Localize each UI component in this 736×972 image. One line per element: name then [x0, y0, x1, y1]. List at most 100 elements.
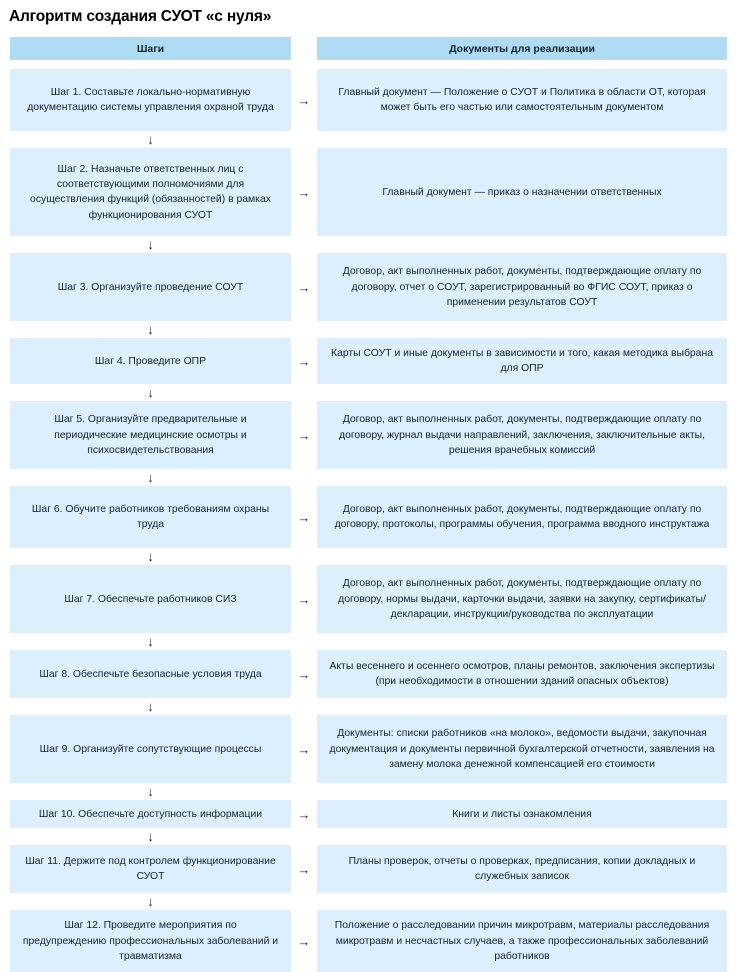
documents-label: Планы проверок, отчеты о проверках, пред…	[348, 856, 696, 883]
connector-spacer	[291, 828, 317, 845]
arrow-down-icon: ↓	[10, 633, 291, 650]
diagram-page: Алгоритм создания СУОТ «с нуля» Шаги Док…	[9, 8, 727, 972]
documents-label: Книги и листы ознакомления	[452, 808, 592, 820]
arrow-down-glyph: ↓	[147, 237, 154, 253]
step-cell-1[interactable]: Шаг 1. Составьте локально-нормативную до…	[10, 69, 291, 132]
connector-spacer	[291, 633, 317, 650]
step-cell-7[interactable]: Шаг 7. Обеспечьте работников СИЗ	[10, 565, 291, 634]
arrow-right-icon: →	[291, 845, 317, 893]
connector-right-spacer	[317, 548, 727, 565]
documents-cell-12[interactable]: Положение о расследовании причин микротр…	[317, 910, 727, 972]
step-cell-10[interactable]: Шаг 10. Обеспечьте доступность информаци…	[10, 800, 291, 829]
connector-right-spacer	[317, 893, 727, 910]
step-cell-5[interactable]: Шаг 5. Организуйте предварительные и пер…	[10, 401, 291, 470]
arrow-right-icon: →	[291, 401, 317, 469]
step-cell-12[interactable]: Шаг 12. Проведите мероприятия по предупр…	[10, 910, 291, 972]
flowchart-rows: Шаг 1. Составьте локально-нормативную до…	[10, 69, 727, 972]
connector-right-spacer	[317, 236, 727, 253]
header-gap	[10, 60, 727, 69]
documents-cell-10[interactable]: Книги и листы ознакомления	[317, 800, 727, 829]
step-label: Шаг 11. Держите под контролем функционир…	[25, 856, 276, 883]
arrow-right-icon: →	[291, 253, 317, 321]
connector-right-spacer	[317, 131, 727, 148]
documents-cell-8[interactable]: Акты весеннего и осеннего осмотров, план…	[317, 650, 727, 699]
arrow-right-icon: →	[291, 910, 317, 972]
page-title: Алгоритм создания СУОТ «с нуля»	[9, 8, 272, 25]
step-connector: ↓	[10, 633, 727, 650]
documents-cell-1[interactable]: Главный документ — Положение о СУОТ и По…	[317, 69, 727, 132]
connector-right-spacer	[317, 321, 727, 338]
documents-cell-7[interactable]: Договор, акт выполненных работ, документ…	[317, 565, 727, 634]
arrow-right-glyph: →	[297, 509, 311, 525]
step-label: Шаг 9. Организуйте сопутствующие процесс…	[39, 743, 262, 755]
documents-cell-5[interactable]: Договор, акт выполненных работ, документ…	[317, 401, 727, 470]
arrow-right-glyph: →	[297, 806, 311, 822]
step-connector: ↓	[10, 321, 727, 338]
step-cell-11[interactable]: Шаг 11. Держите под контролем функционир…	[10, 845, 291, 894]
connector-right-spacer	[317, 698, 727, 715]
step-cell-9[interactable]: Шаг 9. Организуйте сопутствующие процесс…	[10, 715, 291, 784]
table-row: Шаг 4. Проведите ОПР→Карты СОУТ и иные д…	[10, 338, 727, 385]
step-cell-6[interactable]: Шаг 6. Обучите работников требованиям ох…	[10, 486, 291, 549]
documents-cell-11[interactable]: Планы проверок, отчеты о проверках, пред…	[317, 845, 727, 894]
table-row: Шаг 2. Назначьте ответственных лиц с соо…	[10, 148, 727, 237]
arrow-down-glyph: ↓	[147, 829, 154, 845]
arrow-down-glyph: ↓	[147, 634, 154, 650]
arrow-right-icon: →	[291, 565, 317, 633]
step-connector: ↓	[10, 236, 727, 253]
arrow-down-icon: ↓	[10, 469, 291, 486]
documents-label: Карты СОУТ и иные документы в зависимост…	[331, 348, 713, 375]
step-cell-8[interactable]: Шаг 8. Обеспечьте безопасные условия тру…	[10, 650, 291, 699]
documents-label: Положение о расследовании причин микротр…	[334, 920, 710, 963]
arrow-right-icon: →	[291, 650, 317, 698]
arrow-right-glyph: →	[297, 666, 311, 682]
arrow-right-glyph: →	[297, 427, 311, 443]
steps-header-label: Шаги	[136, 42, 165, 55]
table-row: Шаг 3. Организуйте проведение СОУТ → Догов…	[10, 253, 727, 322]
step-cell-3[interactable]: Шаг 3. Организуйте проведение СОУТ	[10, 253, 291, 322]
step-cell-2[interactable]: Шаг 2. Назначьте ответственных лиц с соо…	[10, 148, 291, 237]
arrow-right-icon: →	[291, 800, 317, 828]
step-label: Шаг 6. Обучите работников требованиям ох…	[31, 504, 270, 531]
documents-header-label: Документы для реализации	[449, 42, 595, 55]
documents-cell-4[interactable]: Карты СОУТ и иные документы в зависимост…	[317, 338, 727, 385]
arrow-right-icon: →	[291, 148, 317, 236]
table-row: Шаг 11. Держите под контролем функционир…	[10, 845, 727, 894]
step-label: Шаг 5. Организуйте предварительные и пер…	[54, 414, 247, 457]
arrow-down-glyph: ↓	[147, 699, 154, 715]
arrow-down-icon: ↓	[10, 893, 291, 910]
arrow-right-glyph: →	[297, 591, 311, 607]
connector-right-spacer	[317, 783, 727, 800]
arrow-right-glyph: →	[297, 861, 311, 877]
connector-right-spacer	[317, 633, 727, 650]
documents-cell-2[interactable]: Главный документ — приказ о назначении о…	[317, 148, 727, 237]
documents-cell-6[interactable]: Договор, акт выполненных работ, документ…	[317, 486, 727, 549]
connector-right-spacer	[317, 384, 727, 401]
arrow-down-icon: ↓	[10, 698, 291, 715]
arrow-right-icon: →	[291, 715, 317, 783]
arrow-right-glyph: →	[297, 279, 311, 295]
table-row: Шаг 9. Организуйте сопутствующие процесс…	[10, 715, 727, 784]
arrow-down-icon: ↓	[10, 384, 291, 401]
documents-cell-9[interactable]: Документы: списки работников «на молоко»…	[317, 715, 727, 784]
connector-spacer	[291, 893, 317, 910]
documents-cell-3[interactable]: Договор, акт выполненных работ, документ…	[317, 253, 727, 322]
step-label: Шаг 3. Организуйте проведение СОУТ	[57, 281, 244, 293]
documents-label: Главный документ — приказ о назначении о…	[382, 186, 662, 198]
table-row: Шаг 8. Обеспечьте безопасные условия тру…	[10, 650, 727, 699]
arrow-down-glyph: ↓	[147, 470, 154, 486]
table-header-row: Шаги Документы для реализации	[10, 37, 727, 61]
documents-label: Главный документ — Положение о СУОТ и По…	[338, 87, 706, 114]
table-row: Шаг 12. Проведите мероприятия по предупр…	[10, 910, 727, 972]
connector-spacer	[291, 131, 317, 148]
arrow-right-glyph: →	[297, 741, 311, 757]
step-cell-4[interactable]: Шаг 4. Проведите ОПР	[10, 338, 291, 385]
arrow-down-icon: ↓	[10, 828, 291, 845]
arrow-down-glyph: ↓	[147, 549, 154, 565]
header-spacer	[291, 37, 317, 60]
documents-label: Акты весеннего и осеннего осмотров, план…	[329, 661, 715, 688]
arrow-down-icon: ↓	[10, 236, 291, 253]
arrow-right-icon: →	[291, 69, 317, 131]
step-connector: ↓	[10, 548, 727, 565]
arrow-down-icon: ↓	[10, 321, 291, 338]
